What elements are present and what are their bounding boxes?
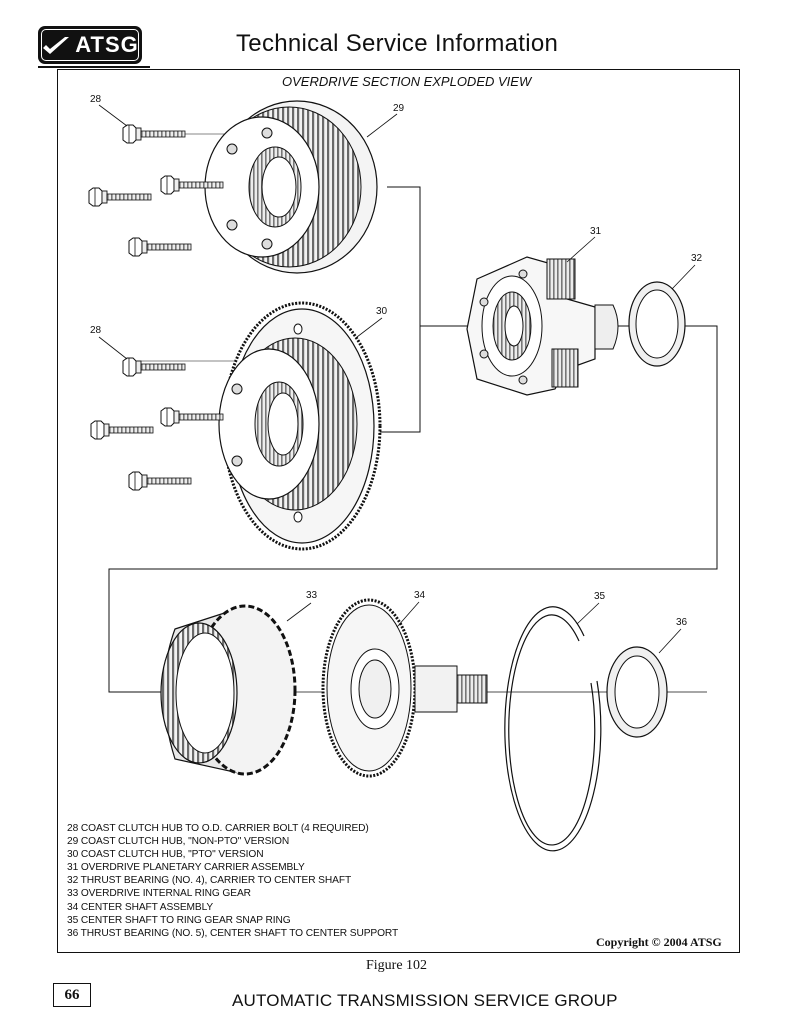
legend-item: 35 CENTER SHAFT TO RING GEAR SNAP RING [67, 914, 291, 926]
coast-clutch-hub-non-pto [204, 100, 378, 274]
callout-32: 32 [691, 253, 703, 264]
section-title: OVERDRIVE SECTION EXPLODED VIEW [282, 74, 532, 89]
callout-28-lower: 28 [90, 325, 102, 336]
legend-item: 33 OVERDRIVE INTERNAL RING GEAR [67, 888, 251, 900]
callout-33: 33 [306, 590, 318, 601]
legend-item: 29 COAST CLUTCH HUB, "NON-PTO" VERSION [67, 836, 290, 848]
carrier-bolts-upper [88, 124, 224, 257]
legend-item: 36 THRUST BEARING (NO. 5), CENTER SHAFT … [67, 927, 399, 939]
legend-item: 32 THRUST BEARING (NO. 4), CARRIER TO CE… [67, 875, 352, 887]
figure-frame [57, 69, 740, 953]
callout-35: 35 [594, 591, 606, 602]
atsg-logo: ATSG [38, 26, 142, 64]
page-number: 66 [53, 983, 91, 1007]
callout-36: 36 [676, 617, 688, 628]
callout-29: 29 [393, 103, 405, 114]
callout-30: 30 [376, 306, 388, 317]
overdrive-internal-ring-gear [160, 604, 297, 776]
carrier-bolts-lower [90, 357, 224, 491]
legend-item: 34 CENTER SHAFT ASSEMBLY [67, 901, 214, 913]
thrust-bearing-no5 [606, 646, 668, 738]
legend-item: 30 COAST CLUTCH HUB, "PTO" VERSION [67, 849, 264, 861]
parts-legend: 28 COAST CLUTCH HUB TO O.D. CARRIER BOLT… [67, 822, 398, 940]
callout-31: 31 [590, 226, 602, 237]
copyright: Copyright © 2004 ATSG [596, 935, 722, 949]
callout-leaders [98, 104, 696, 654]
exploded-view-diagram: 28 29 28 30 31 32 33 34 35 36 [88, 94, 718, 852]
callout-28-upper: 28 [90, 94, 102, 105]
figure-label: Figure 102 [366, 958, 428, 973]
page-title: Technical Service Information [236, 30, 559, 57]
coast-clutch-hub-pto [218, 301, 382, 551]
center-shaft-assembly [321, 598, 488, 778]
overdrive-planetary-carrier [466, 256, 619, 396]
legend-item: 28 COAST CLUTCH HUB TO O.D. CARRIER BOLT… [67, 823, 369, 834]
center-shaft-snap-ring [504, 606, 602, 852]
footer: AUTOMATIC TRANSMISSION SERVICE GROUP [232, 991, 618, 1010]
header-rule [38, 66, 150, 68]
logo-text: ATSG [75, 32, 139, 57]
thrust-bearing-no4 [628, 281, 686, 367]
callout-34: 34 [414, 590, 426, 601]
legend-item: 31 OVERDRIVE PLANETARY CARRIER ASSEMBLY [67, 862, 305, 874]
check-mark-icon [43, 37, 70, 54]
